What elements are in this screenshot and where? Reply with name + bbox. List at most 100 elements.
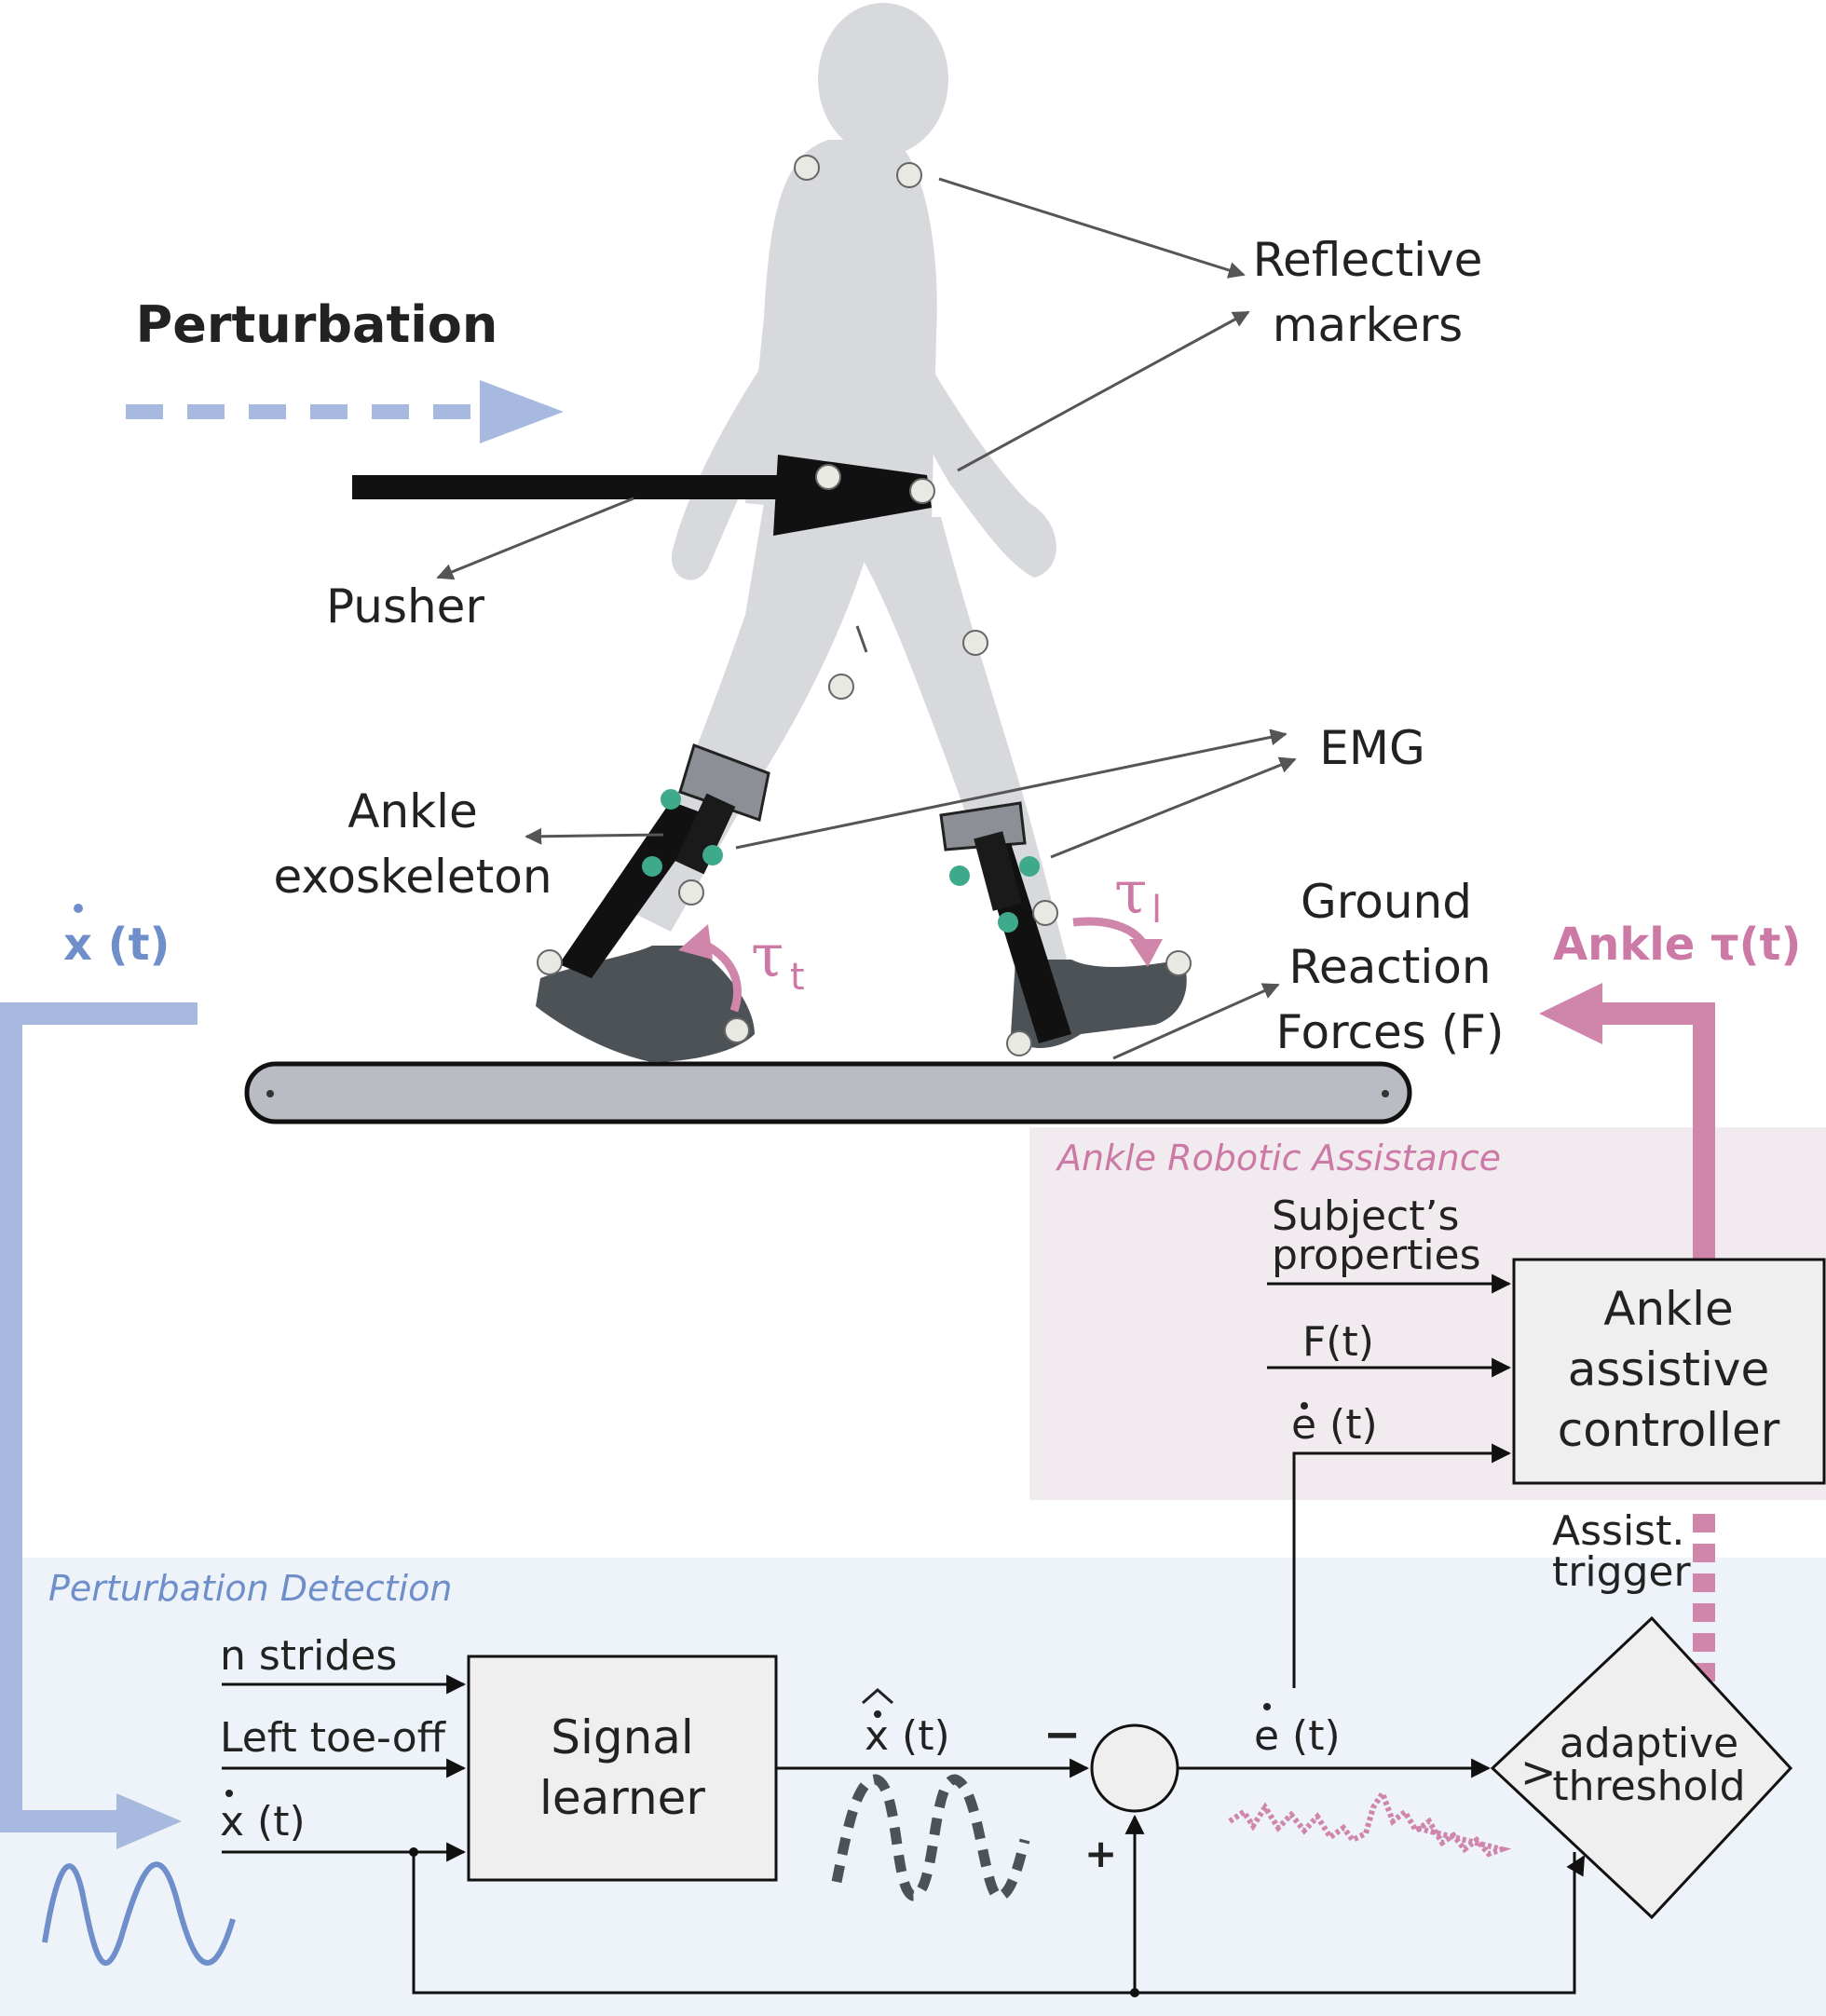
tau-leading-subscript: l: [1151, 889, 1162, 932]
tau-trailing-symbol: τ: [751, 922, 784, 991]
treadmill-belt: [244, 1061, 1412, 1124]
left-emg-sensor-1: [661, 789, 681, 810]
assist-trigger-label-line1: Assist.: [1552, 1507, 1684, 1555]
right-ankle-exoskeleton: [939, 801, 1071, 1043]
treadmill-roller-right: [1382, 1090, 1389, 1097]
pointer-exoskeleton: [525, 827, 664, 845]
edot-assist-dot: [1301, 1402, 1308, 1410]
xdot-feedback-bus: [412, 1852, 1576, 1995]
subject-properties-label-line1: Subject’s: [1272, 1192, 1459, 1240]
reflective-markers-label-line1: Reflective: [1253, 233, 1483, 287]
assistance-section-title: Ankle Robotic Assistance: [1055, 1137, 1501, 1178]
right-emg-sensor-3: [998, 912, 1018, 933]
marker-toe-left: [724, 1017, 750, 1043]
marker-hip-right: [909, 478, 935, 504]
marker-heel-left: [537, 949, 563, 975]
toe-off-label: Left toe-off: [220, 1714, 447, 1762]
torque-arrowhead-trailing: [678, 924, 713, 960]
ankle-tau-signal-label: Ankle τ(t): [1553, 919, 1801, 971]
ground-reaction-label-line1: Ground: [1301, 875, 1472, 929]
left-emg-sensor-2: [642, 856, 662, 877]
reflective-markers: [537, 155, 1192, 1056]
xdot-waveform: [42, 1861, 236, 1966]
detection-section-title: Perturbation Detection: [48, 1568, 452, 1609]
pointer-emg-2: [1050, 756, 1297, 859]
torso: [745, 140, 937, 522]
marker-ankle-left: [678, 879, 704, 906]
marker-toe-right: [1165, 950, 1192, 976]
xdot-signal-dot: [74, 904, 83, 913]
reflective-markers-label-line2: markers: [1273, 298, 1463, 352]
xdot-feedback-path: [0, 1002, 198, 1832]
pointer-markers-1: [938, 177, 1246, 279]
marker-hip-left: [815, 464, 841, 490]
controller-label-line3: controller: [1558, 1403, 1780, 1457]
pusher-device: [352, 455, 932, 536]
edot-detect-dot: [1263, 1703, 1271, 1710]
threshold-label-line1: adaptive: [1560, 1720, 1738, 1767]
signal-learner-box: [467, 1655, 778, 1882]
marker-knee-back: [828, 674, 854, 700]
ankle-assistive-controller-box: [1512, 1258, 1826, 1485]
marker-ankle-right: [1032, 900, 1058, 926]
signal-learner-label-line1: Signal: [551, 1710, 694, 1764]
ankle-exoskeleton-label-line2: exoskeleton: [273, 850, 552, 904]
ankle-tau-arrowhead: [1539, 983, 1602, 1044]
back-arm: [671, 335, 792, 580]
xdot-input-label: x (t): [220, 1798, 306, 1846]
marker-shoulder-front: [896, 162, 922, 188]
ankle-exoskeleton-label-line1: Ankle: [347, 784, 478, 838]
xdot-signal-label: x (t): [63, 919, 170, 971]
edot-assist-label: e (t): [1291, 1401, 1378, 1449]
edot-detect-label: e (t): [1254, 1712, 1341, 1760]
torque-arrowhead-leading: [1129, 939, 1163, 967]
left-exo-cuff: [678, 743, 770, 822]
xhat-dot: [874, 1710, 881, 1718]
xhat-hat-symbol: [862, 1688, 893, 1705]
right-emg-sensor-1: [949, 865, 970, 886]
signal-learner-label-line2: learner: [539, 1771, 705, 1825]
threshold-label-line2: threshold: [1552, 1763, 1745, 1810]
ground-reaction-label-line3: Forces (F): [1276, 1005, 1505, 1059]
treadmill-roller-left: [266, 1090, 274, 1097]
ground-reaction-label-line2: Reaction: [1288, 940, 1491, 994]
comparator-junction: [1090, 1723, 1179, 1813]
marker-heel-right: [1006, 1030, 1032, 1056]
xhat-dashed-waveform: [831, 1774, 1030, 1901]
head: [818, 3, 948, 156]
pointer-pusher: [436, 497, 634, 580]
adaptive-threshold-diamond: [1490, 1615, 1793, 1920]
pusher-label: Pusher: [326, 579, 484, 633]
ankle-tau-path: [1602, 1002, 1715, 1260]
right-exo-motor: [974, 831, 1022, 911]
controller-label-line1: Ankle: [1603, 1282, 1734, 1336]
xhat-label: x (t): [865, 1712, 950, 1760]
assist-trigger-label-line2: trigger: [1552, 1548, 1691, 1596]
pointer-markers-2: [957, 310, 1250, 472]
subject-properties-label-line2: properties: [1272, 1232, 1481, 1279]
pointer-emg-1: [735, 729, 1288, 850]
tau-trailing-subscript: t: [790, 956, 805, 999]
n-strides-label: n strides: [220, 1632, 397, 1680]
threshold-greater-than: >: [1520, 1747, 1557, 1797]
emg-label: EMG: [1319, 721, 1424, 775]
left-exo-motor: [675, 793, 736, 875]
marker-knee-front: [962, 630, 988, 656]
xdot-input-dot: [225, 1790, 233, 1797]
pointer-lines: [436, 177, 1297, 1060]
edot-noise-waveform: [1228, 1787, 1512, 1858]
edot-to-controller-arrow: [1292, 1443, 1512, 1688]
pusher-pad: [773, 455, 932, 536]
pointer-knee-tick: [855, 625, 868, 653]
left-ankle-exoskeleton: [559, 743, 770, 978]
perturbation-label: Perturbation: [136, 295, 498, 354]
comparator-minus-sign: −: [1043, 1709, 1081, 1761]
force-input-label: F(t): [1302, 1318, 1374, 1366]
right-emg-sensor-2: [1019, 856, 1040, 877]
comparator-plus-sign: +: [1084, 1831, 1117, 1876]
xdot-feedback-arrowhead: [116, 1793, 182, 1849]
marker-shoulder-back: [794, 155, 820, 181]
pusher-rod: [352, 475, 781, 499]
front-arm: [904, 345, 1056, 578]
